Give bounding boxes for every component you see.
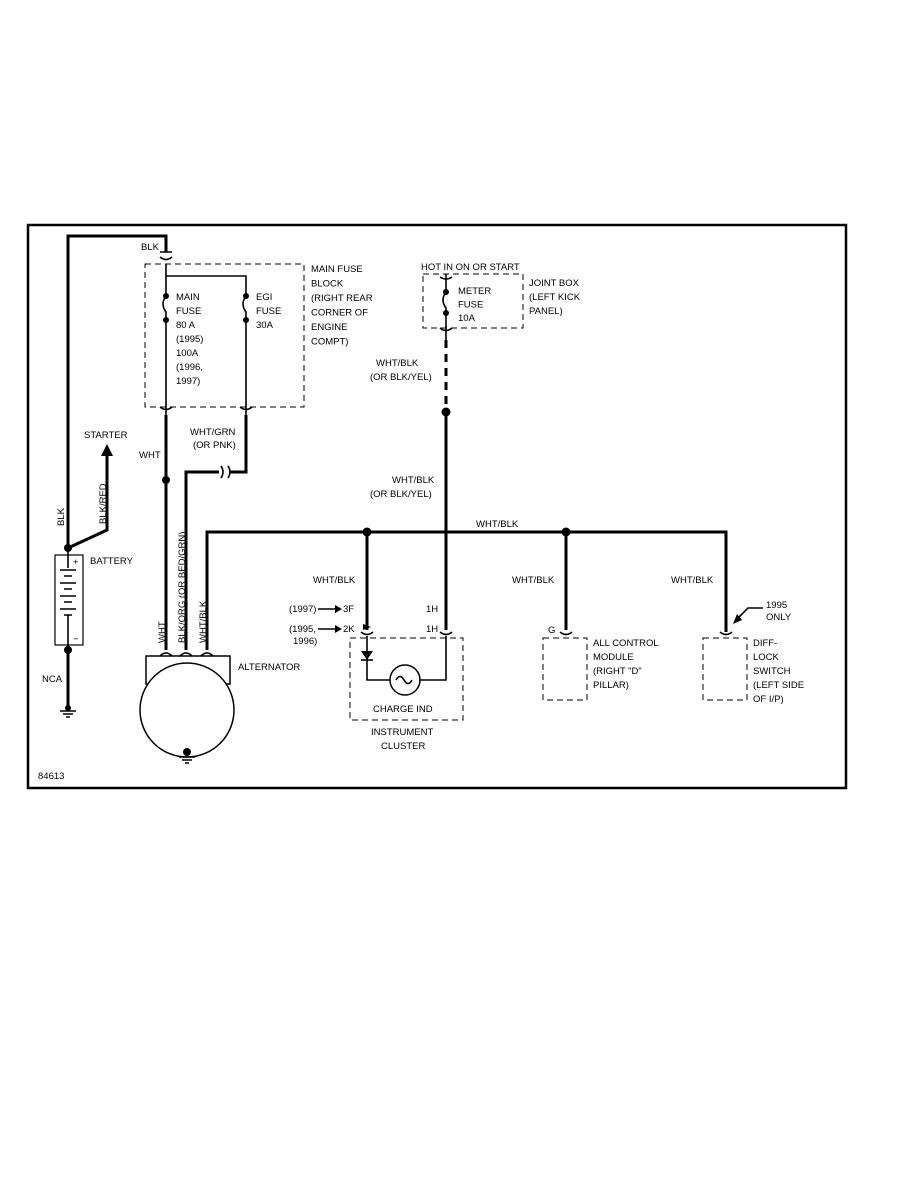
wire-label-blk-left: BLK — [56, 507, 67, 526]
diff-lock-note-arrow — [735, 607, 763, 621]
wire-label-wht-blk-vert: WHT/BLK — [198, 600, 209, 643]
wire-label-meter-1-alt: (OR BLK/YEL) — [370, 372, 432, 383]
diff-lock-note: 1995 ONLY — [766, 600, 792, 623]
wire-label-meter-1: WHT/BLK — [376, 358, 419, 369]
wire-label-drop-cluster: WHT/BLK — [313, 575, 356, 586]
all-control-module-box — [542, 637, 588, 701]
charge-ind-circuit — [360, 624, 453, 696]
wire-label-nca: NCA — [42, 674, 63, 685]
pin-2k-year: (1995, 1996) — [289, 624, 319, 647]
wire-label-meter-2-alt: (OR BLK/YEL) — [370, 489, 432, 500]
meter-fuse-label: METER FUSE 10A — [458, 286, 494, 324]
starter-arrow — [101, 444, 113, 456]
joint-box-box — [422, 273, 524, 329]
instrument-cluster-box — [349, 637, 464, 721]
arrow-3f-head — [335, 605, 342, 613]
blk-org-wire — [184, 470, 219, 650]
wires — [66, 234, 728, 708]
ground-symbol-battery — [60, 705, 76, 718]
diff-lock-connector — [719, 631, 733, 636]
pin-3f-year: (1997) — [289, 604, 316, 615]
diagram-id: 84613 — [38, 771, 64, 782]
battery-label: BATTERY — [90, 556, 134, 567]
wire-label-bus: WHT/BLK — [476, 519, 519, 530]
splice-bus-cluster — [362, 527, 372, 537]
hot-label: HOT IN ON OR START — [421, 262, 520, 273]
wire-label-drop-module: WHT/BLK — [512, 575, 555, 586]
wire-label-blk-red: BLK/RED — [98, 483, 109, 524]
splice-alt-wht — [162, 476, 170, 484]
battery-minus: − — [73, 634, 79, 645]
main-fuse-block-internal — [159, 251, 253, 416]
module-connector — [559, 631, 573, 636]
diagram-frame — [26, 223, 848, 790]
wire-label-wht-left: WHT — [139, 450, 161, 461]
splice-bus-module — [561, 527, 571, 537]
blk-red-wire — [67, 455, 109, 550]
wire-label-blk-org: BLK/ORG (OR BED/GRN) — [177, 532, 188, 643]
wire-label-wht-grn-alt: (OR PNK) — [193, 440, 236, 451]
pin-1h-b: 1H — [426, 624, 438, 635]
wire-label-meter-2: WHT/BLK — [392, 475, 435, 486]
egi-fuse-label: EGI FUSE 30A — [256, 292, 284, 331]
diff-lock-switch-box — [702, 637, 748, 701]
meter-fuse-internal — [439, 274, 453, 340]
pin-g: G — [548, 625, 555, 636]
main-fuse-label: MAIN FUSE 80 A (1995) 100A (1996, 1997) — [176, 292, 206, 387]
battery-plus: + — [73, 557, 79, 568]
arrow-2k-head — [335, 625, 342, 633]
wht-blk-bus — [205, 530, 728, 650]
wht-grn-wire — [230, 415, 248, 474]
joint-box-label: JOINT BOX (LEFT KICK PANEL) — [529, 278, 583, 317]
wire-label-wht-vert: WHT — [157, 621, 168, 643]
starter-label: STARTER — [84, 430, 128, 441]
alternator-symbol — [139, 652, 235, 764]
splice-ground — [64, 646, 72, 654]
wire-label-blk-top: BLK — [141, 242, 160, 253]
charge-ind-label: CHARGE IND — [373, 704, 433, 715]
diff-lock-arrowhead — [733, 614, 742, 624]
all-control-module-label: ALL CONTROL MODULE (RIGHT "D" PILLAR) — [593, 638, 661, 691]
pin-3f: 3F — [343, 604, 354, 615]
wire-label-drop-diff: WHT/BLK — [671, 575, 714, 586]
splice-meter — [441, 407, 451, 417]
inline-connector — [220, 465, 231, 479]
pin-1h-a: 1H — [426, 604, 438, 615]
battery-symbol — [54, 548, 84, 646]
blk-wire-top — [66, 234, 168, 548]
diff-lock-switch-label: DIFF- LOCK SWITCH (LEFT SIDE OF I/P) — [753, 638, 807, 705]
main-fuse-block-box — [144, 263, 305, 408]
main-fuse-block-label: MAIN FUSE BLOCK (RIGHT REAR CORNER OF EN… — [311, 264, 375, 348]
alternator-label: ALTERNATOR — [238, 662, 300, 673]
wire-label-wht-grn: WHT/GRN — [190, 427, 236, 438]
pin-2k: 2K — [343, 624, 355, 635]
instrument-cluster-label: INSTRUMENT CLUSTER — [371, 727, 436, 752]
